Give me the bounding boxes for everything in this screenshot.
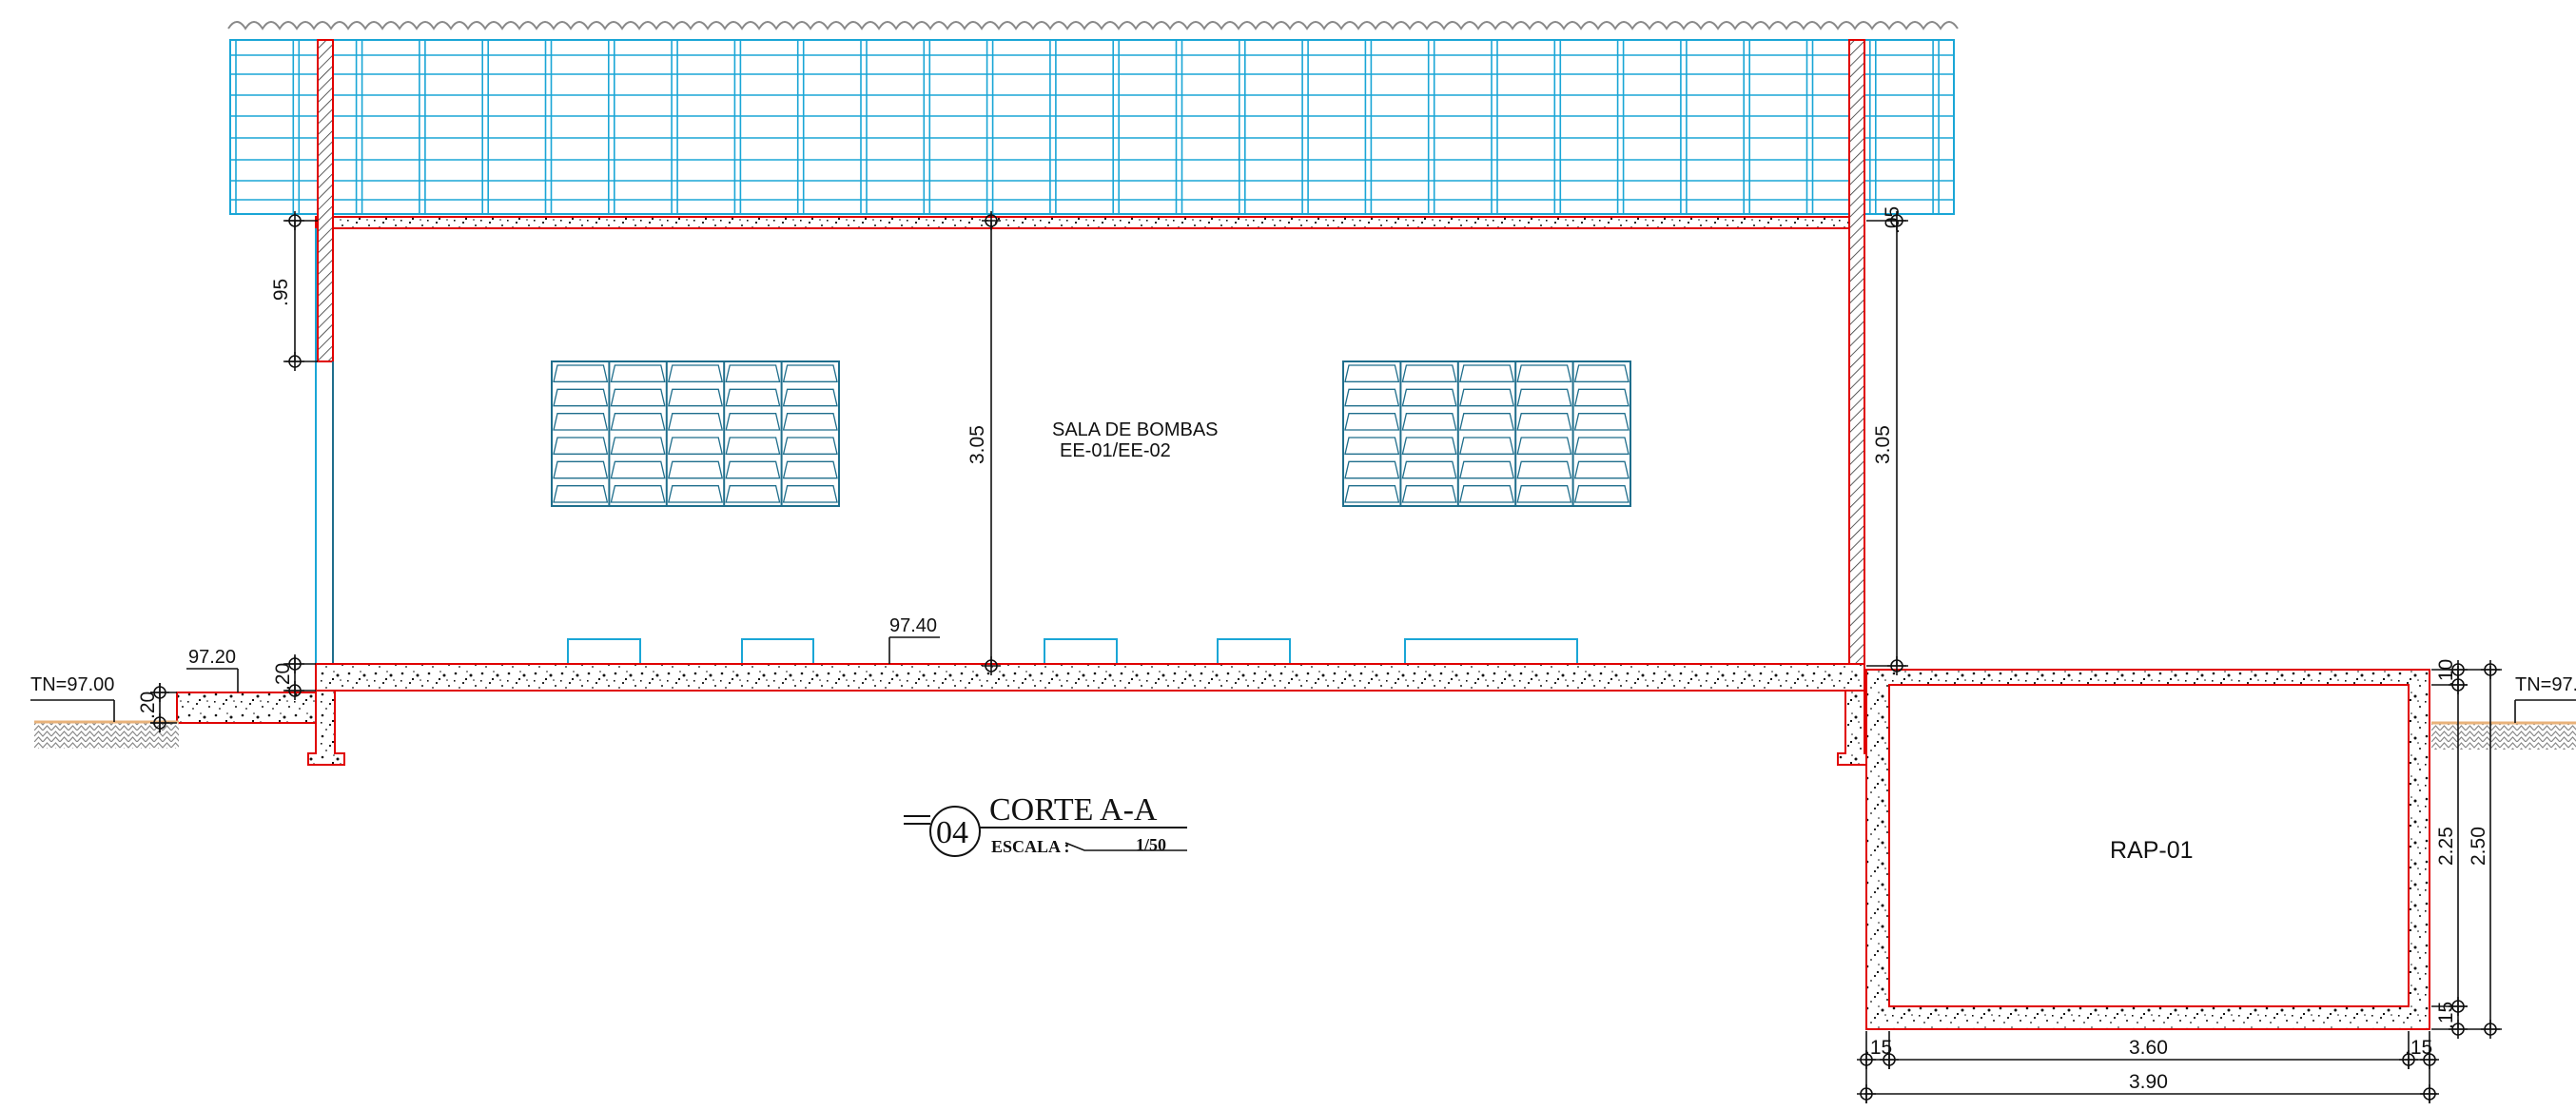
dim-slab-left: .20 [272,663,294,691]
dim-tank-top: .10 [2435,659,2457,687]
dim-tank-total-height: 2.50 [2468,827,2489,866]
roof [227,21,1959,215]
dim-roof-to-window: .95 [270,279,292,306]
dim-step-left: .20 [137,692,159,719]
dimension-ticks [150,211,2500,1103]
right-column [1848,39,1865,667]
dim-tank-inner-height: 2.25 [2435,827,2457,866]
dim-tank-bottom: .15 [2435,1002,2457,1029]
dim-beam-top: .05 [1882,206,1903,234]
ground-left [34,722,179,749]
room-name-line2: EE-01/EE-02 [1060,440,1171,461]
title-number-circle [929,806,981,857]
dim-room-height-right: 3.05 [1872,425,1894,464]
roof-panel-grid [229,40,1954,214]
scale-value: 1/50 [1136,835,1166,854]
tank-label: RAP-01 [2110,837,2194,864]
section-title: CORTE A-A [989,792,1158,828]
roof-corrugated-edge [227,21,1959,30]
dim-wall-right: .15 [2405,1037,2432,1059]
roof-beam [315,216,1865,229]
tank-walls [1865,669,2430,1030]
step-slab [176,692,317,724]
window-left [551,361,840,507]
title-number: 04 [936,815,968,850]
step-level: 97.20 [188,647,236,668]
dim-wall-left: .15 [1864,1037,1892,1059]
pump-bases [567,638,1578,664]
section-title-block: 04 CORTE A-A ESCALA : 1/50 [904,792,1187,857]
dim-tank-total-width: 3.90 [2129,1071,2168,1093]
floor-slab [315,663,1865,692]
floor-level: 97.40 [889,615,937,636]
dimension-lines [30,220,2576,1103]
dim-room-height-center: 3.05 [966,425,988,464]
ground-level-right: TN=97. [2515,674,2576,695]
ground-right [2431,723,2576,750]
left-column [317,39,334,362]
ground-level-left: TN=97.00 [30,674,114,695]
dim-tank-inner-width: 3.60 [2129,1037,2168,1059]
room-name-line1: SALA DE BOMBAS [1052,419,1219,440]
left-footing [307,690,345,766]
window-right [1342,361,1631,507]
scale-label: ESCALA : [991,837,1070,856]
